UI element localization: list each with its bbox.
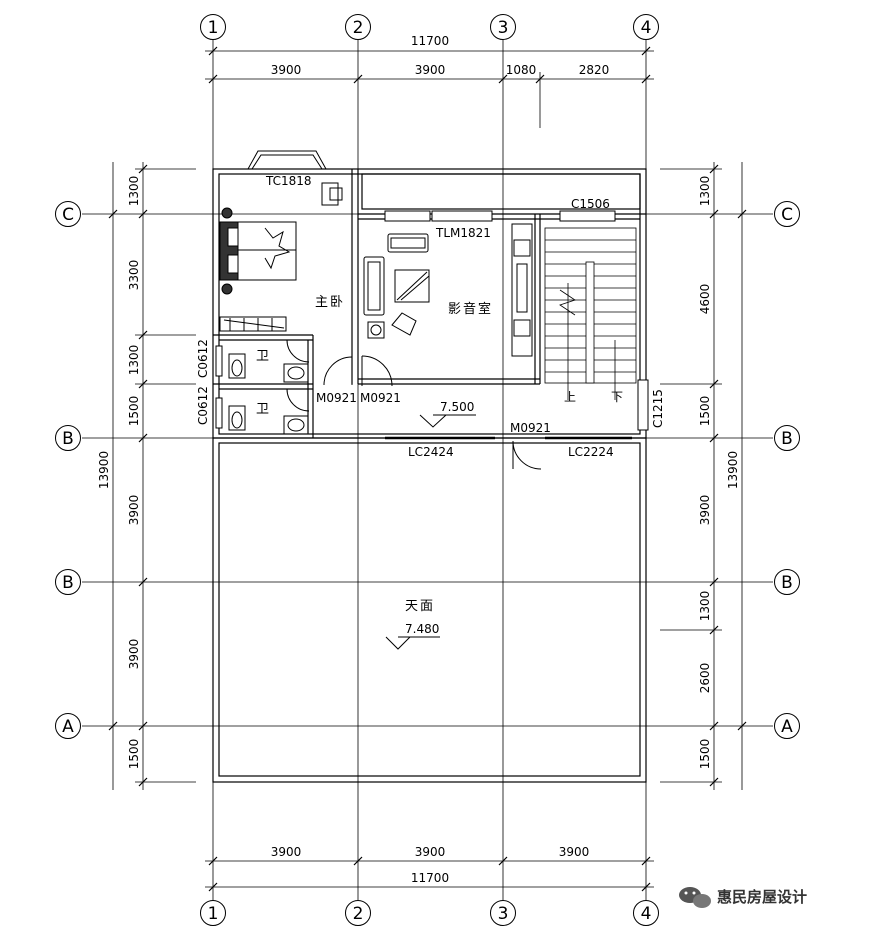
dim-top-total: 11700 [411, 34, 449, 48]
room-bath-a: 卫 [256, 349, 271, 364]
axis-label-top-3: 3 [498, 18, 509, 38]
elevation-markers [385, 414, 476, 650]
label-lc2224: LC2224 [568, 445, 614, 459]
door-swings [286, 339, 542, 470]
axis-label-bottom-3: 3 [498, 904, 509, 924]
dim-right-total: 13900 [726, 451, 740, 489]
dim-bottom-3: 3900 [559, 845, 590, 859]
window-openings [215, 210, 649, 431]
room-bath-b: 卫 [256, 402, 271, 417]
dim-left-1: 1300 [127, 176, 141, 207]
label-tc1818: TC1818 [265, 174, 312, 188]
dim-left-2: 3300 [127, 260, 141, 291]
label-stair-down: 下 [611, 390, 623, 404]
axis-label-right-b1: B [781, 429, 793, 449]
axis-label-left-c: C [62, 205, 74, 225]
dim-right-2: 4600 [698, 284, 712, 315]
room-theater: 影音室 [448, 301, 493, 317]
label-elevation-terrace: 7.480 [405, 622, 439, 636]
dim-right-7: 1500 [698, 739, 712, 770]
label-c0612-b: C0612 [196, 386, 210, 425]
dim-right-1: 1300 [698, 176, 712, 207]
dim-bottom-2: 3900 [415, 845, 446, 859]
wechat-icon [679, 887, 711, 908]
label-m0921-a: M0921 [316, 391, 357, 405]
sofa-set [363, 233, 430, 339]
label-lc2424: LC2424 [408, 445, 454, 459]
room-terrace: 天面 [405, 599, 435, 614]
label-m0921-b: M0921 [360, 391, 401, 405]
dim-right-6: 2600 [698, 663, 712, 694]
label-elevation-upper: 7.500 [440, 400, 474, 414]
watermark-text: 惠民房屋设计 [717, 888, 807, 906]
axis-label-bottom-4: 4 [641, 904, 652, 924]
tv-cabinet [511, 223, 533, 357]
dim-top-2: 3900 [415, 63, 446, 77]
dim-left-7: 1500 [127, 739, 141, 770]
dim-left-4: 1500 [127, 396, 141, 427]
axis-label-bottom-1: 1 [208, 904, 219, 924]
dim-top-1: 3900 [271, 63, 302, 77]
watermark: 惠民房屋设计 [679, 887, 807, 908]
dim-right-4: 3900 [698, 495, 712, 526]
staircase [544, 227, 637, 400]
walls [212, 168, 647, 783]
dimension-lines [112, 50, 743, 888]
label-m0921-c: M0921 [510, 421, 551, 435]
dim-top-4: 2820 [579, 63, 610, 77]
dim-left-3: 1300 [127, 345, 141, 376]
dim-bottom-1: 3900 [271, 845, 302, 859]
axis-label-right-c: C [781, 205, 793, 225]
dimension-ticks [108, 46, 747, 892]
dim-right-3: 1500 [698, 396, 712, 427]
axis-label-top-2: 2 [353, 18, 364, 38]
bathroom-fixtures [228, 353, 309, 435]
label-tlm1821: TLM1821 [435, 226, 491, 240]
dim-top-3: 1080 [506, 63, 537, 77]
dim-left-total: 13900 [97, 451, 111, 489]
axis-bubbles [55, 14, 800, 926]
room-master-bedroom: 主卧 [315, 295, 345, 310]
label-stair-up: 上 [564, 390, 576, 404]
bay-window [247, 150, 327, 170]
label-c1215: C1215 [651, 389, 665, 428]
dim-left-6: 3900 [127, 639, 141, 670]
axis-label-left-a: A [62, 717, 74, 737]
bed [219, 182, 343, 295]
axis-label-left-b2: B [62, 573, 74, 593]
axis-label-right-b2: B [781, 573, 793, 593]
wardrobe [219, 316, 287, 332]
dim-right-5: 1300 [698, 591, 712, 622]
axis-label-bottom-2: 2 [353, 904, 364, 924]
axis-label-top-4: 4 [641, 18, 652, 38]
axis-label-right-a: A [781, 717, 793, 737]
dim-bottom-total: 11700 [411, 871, 449, 885]
axis-label-top-1: 1 [208, 18, 219, 38]
axis-label-left-b1: B [62, 429, 74, 449]
label-c1506: C1506 [571, 197, 610, 211]
dim-left-5: 3900 [127, 495, 141, 526]
label-c0612-a: C0612 [196, 339, 210, 378]
